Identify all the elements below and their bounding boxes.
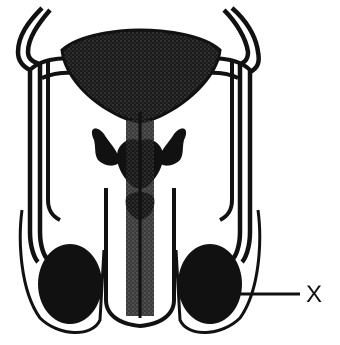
right-testis	[178, 244, 242, 324]
right-vas-deferens-inner	[224, 10, 248, 260]
bladder	[62, 30, 220, 122]
label-x: X	[306, 281, 322, 308]
left-seminal-vesicle	[92, 128, 120, 165]
right-ureter-loop	[220, 62, 232, 220]
left-ureter-loop	[48, 62, 60, 220]
left-testis	[38, 244, 102, 324]
